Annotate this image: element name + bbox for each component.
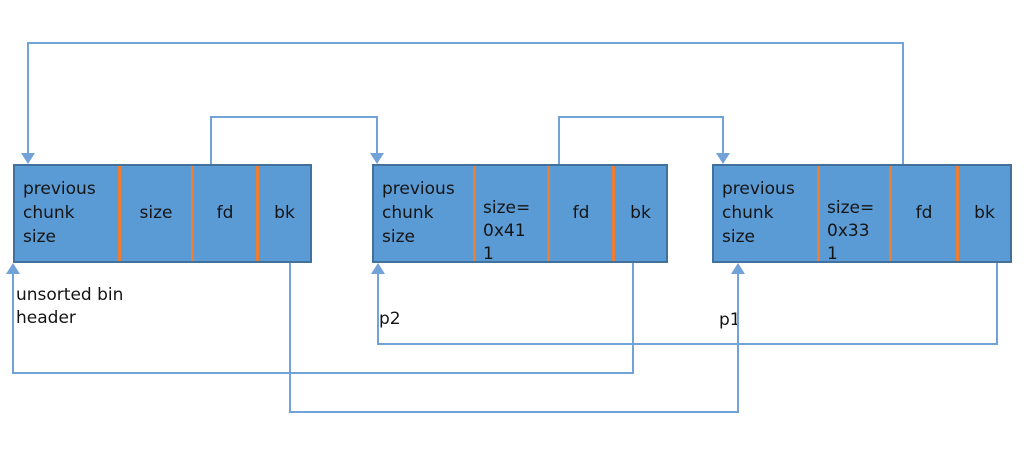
line-segment	[377, 343, 998, 345]
line-segment	[289, 411, 739, 413]
arrowhead-up-icon	[731, 263, 745, 274]
line-segment	[737, 274, 739, 413]
line-segment	[27, 42, 29, 153]
line-segment	[210, 116, 212, 164]
cell-size: size	[118, 166, 191, 261]
caption-unsorted-bin-header: unsorted bin header	[16, 285, 124, 328]
line-segment	[902, 42, 904, 164]
arrowhead-up-icon	[371, 263, 385, 274]
arrowhead-up-icon	[6, 263, 20, 274]
cell-fd: fd	[547, 166, 612, 261]
arrowhead-down-icon	[370, 153, 384, 164]
line-segment	[12, 274, 14, 374]
line-segment	[996, 263, 998, 345]
line-segment	[632, 263, 634, 374]
caption-p1: p1	[719, 310, 741, 330]
cell-prev-chunk-size: previous chunk size	[382, 179, 455, 247]
cell-prev-chunk-size: previous chunk size	[722, 179, 795, 247]
line-segment	[289, 263, 291, 413]
caption-p2: p2	[379, 309, 401, 329]
cell-bk: bk	[956, 166, 1010, 261]
chunk-box-p2: previous chunk size size= 0x41 1 fd bk	[372, 164, 668, 263]
chunk-box-p1: previous chunk size size= 0x33 1 fd bk	[712, 164, 1012, 263]
cell-fd: fd	[191, 166, 256, 261]
cell-bk: bk	[256, 166, 310, 261]
line-segment	[377, 274, 379, 345]
line-segment	[558, 116, 724, 118]
line-segment	[722, 116, 724, 153]
cell-size: size= 0x33 1	[817, 166, 889, 261]
line-segment	[376, 116, 378, 153]
line-segment	[12, 372, 634, 374]
arrowhead-down-icon	[716, 153, 730, 164]
line-segment	[27, 42, 904, 44]
chunk-box-unsorted-bin: previous chunk size size fd bk	[13, 164, 312, 263]
cell-prev-chunk-size: previous chunk size	[23, 179, 96, 247]
cell-fd: fd	[889, 166, 956, 261]
line-segment	[210, 116, 378, 118]
line-segment	[558, 116, 560, 164]
cell-size: size= 0x41 1	[473, 166, 547, 261]
arrowhead-down-icon	[21, 153, 35, 164]
cell-bk: bk	[612, 166, 666, 261]
